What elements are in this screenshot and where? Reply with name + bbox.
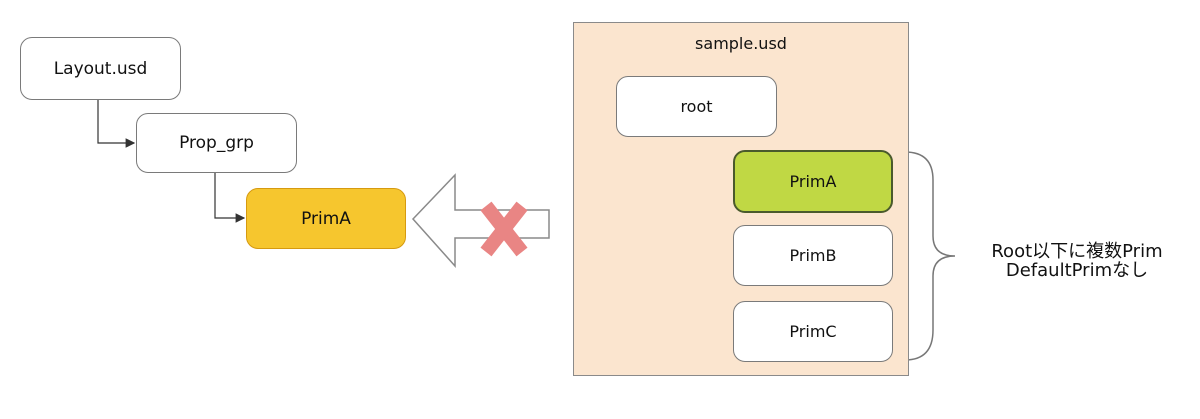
prim-b-label: PrimB: [789, 246, 837, 265]
connector-prop-prima: [214, 173, 246, 223]
prim-c-box: PrimC: [733, 301, 893, 362]
prim-a-box: PrimA: [733, 150, 893, 213]
layout-usd-label: Layout.usd: [53, 58, 148, 79]
annotation-note: Root以下に複数Prim DefaultPrimなし: [962, 242, 1192, 280]
annotation-line-1: Root以下に複数Prim: [991, 241, 1163, 262]
prop-grp-box: Prop_grp: [136, 113, 297, 173]
x-mark-icon: [480, 201, 528, 257]
prim-a-target-box: PrimA: [246, 188, 406, 249]
root-prim-label: root: [680, 97, 713, 116]
prim-a-label: PrimA: [789, 172, 837, 191]
root-prim-box: root: [616, 76, 777, 137]
prim-a-target-label: PrimA: [301, 208, 351, 229]
prop-grp-label: Prop_grp: [179, 133, 254, 153]
hollow-left-arrow-icon: [411, 173, 550, 268]
layout-usd-box: Layout.usd: [20, 37, 181, 100]
prim-c-label: PrimC: [789, 322, 837, 341]
prim-b-box: PrimB: [733, 225, 893, 286]
right-brace-icon: [904, 151, 956, 361]
connector-layout-prop: [97, 100, 136, 148]
annotation-line-2: DefaultPrimなし: [1005, 260, 1149, 281]
sample-usd-title: sample.usd: [695, 34, 787, 53]
